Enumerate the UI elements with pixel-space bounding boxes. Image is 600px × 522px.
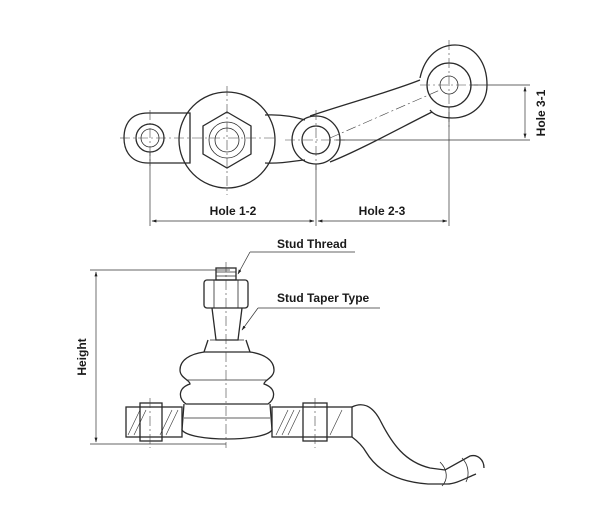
steering-arm [309,44,488,163]
leader-stud-thread [237,251,355,275]
stud-taper [203,307,251,353]
dim-hole-1-2 [149,152,317,226]
side-view: Stud Thread Stud Taper Type Height [75,237,485,487]
label-hole-3-1: Hole 3-1 [534,89,548,136]
label-hole-1-2: Hole 1-2 [210,204,257,218]
housing [181,403,273,440]
bent-arm [351,404,485,487]
dim-hole-2-3 [317,107,450,226]
top-centerlines [120,40,478,195]
label-stud-taper-type: Stud Taper Type [277,291,370,305]
top-view: Hole 1-2 Hole 2-3 Hole 3-1 [120,40,548,226]
side-centerlines [149,262,316,448]
flange [125,402,353,442]
right-hatch [275,409,343,436]
middle-ear [264,114,341,165]
left-hatch [127,409,179,436]
label-height: Height [75,338,89,375]
dim-height [90,269,230,445]
leader-stud-taper [241,307,380,331]
label-hole-2-3: Hole 2-3 [359,204,406,218]
dust-boot [179,351,275,405]
dim-hole-3-1 [336,84,530,141]
label-stud-thread: Stud Thread [277,237,347,251]
